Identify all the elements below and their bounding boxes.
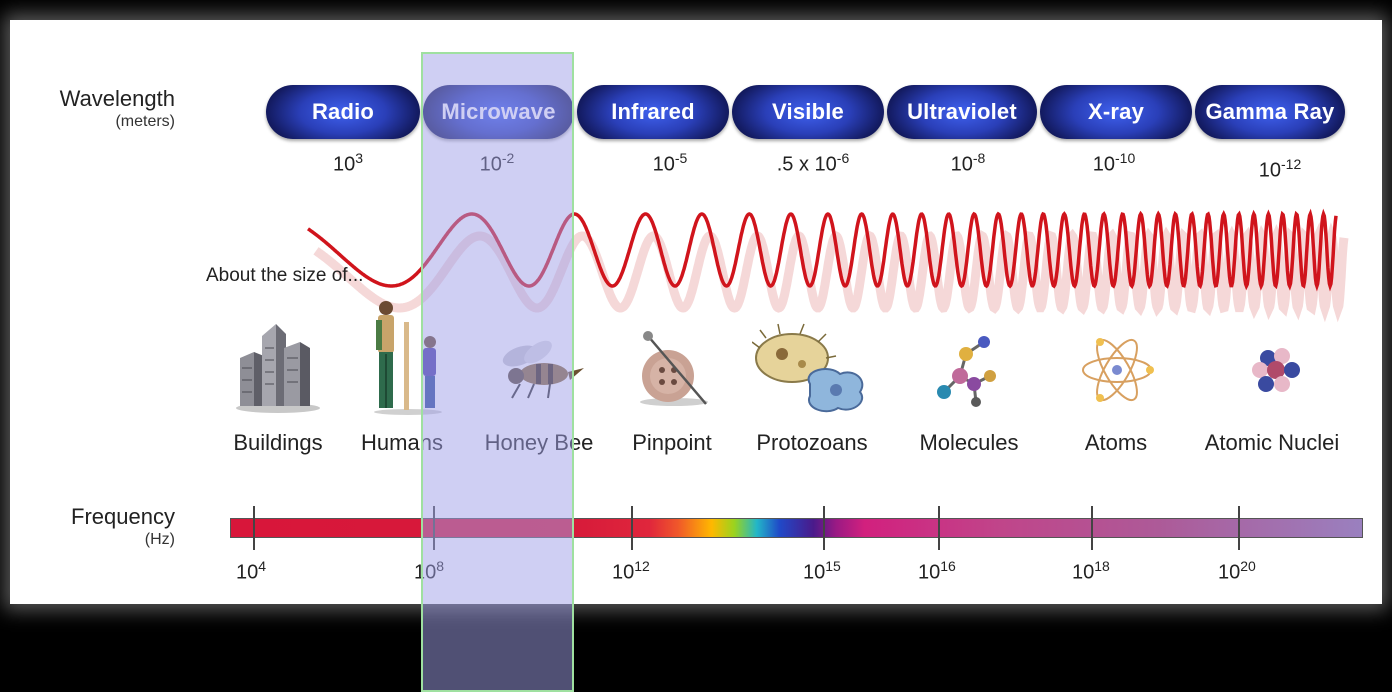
frequency-value: 1016 bbox=[918, 558, 956, 585]
atom-icon bbox=[1078, 334, 1156, 406]
frequency-base: 10 bbox=[918, 562, 940, 584]
object-atoms: Atoms bbox=[1085, 430, 1147, 456]
frequency-base: 10 bbox=[803, 562, 825, 584]
frequency-base: 10 bbox=[612, 562, 634, 584]
frequency-exp: 20 bbox=[1240, 558, 1256, 574]
microwave-highlight-overlay bbox=[421, 52, 574, 692]
size-caption: About the size of... bbox=[206, 265, 363, 287]
frequency-value: 104 bbox=[236, 558, 266, 585]
frequency-tick bbox=[1238, 506, 1240, 550]
frequency-value: 1015 bbox=[803, 558, 841, 585]
frequency-exp: 4 bbox=[258, 558, 266, 574]
frequency-tick bbox=[938, 506, 940, 550]
object-molecules: Molecules bbox=[919, 430, 1018, 456]
frequency-tick bbox=[1091, 506, 1093, 550]
object-atomic-nuclei: Atomic Nuclei bbox=[1205, 430, 1339, 456]
molecules-icon bbox=[924, 332, 1004, 410]
atomic-nucleus-icon bbox=[1248, 344, 1304, 396]
frequency-value: 1020 bbox=[1218, 558, 1256, 585]
frequency-exp: 12 bbox=[634, 558, 650, 574]
protozoans-icon bbox=[752, 318, 872, 416]
frequency-exp: 15 bbox=[825, 558, 841, 574]
object-buildings: Buildings bbox=[233, 430, 322, 456]
frequency-base: 10 bbox=[1072, 562, 1094, 584]
object-protozoans: Protozoans bbox=[756, 430, 867, 456]
frequency-base: 10 bbox=[236, 562, 258, 584]
frequency-tick bbox=[823, 506, 825, 550]
frequency-exp: 16 bbox=[940, 558, 956, 574]
frequency-base: 10 bbox=[1218, 562, 1240, 584]
frequency-exp: 18 bbox=[1094, 558, 1110, 574]
object-pinpoint: Pinpoint bbox=[632, 430, 712, 456]
buildings-icon bbox=[232, 318, 324, 414]
frequency-bar bbox=[230, 518, 1363, 538]
frequency-value: 1012 bbox=[612, 558, 650, 585]
pinpoint-icon bbox=[634, 330, 714, 408]
frequency-tick bbox=[631, 506, 633, 550]
frequency-tick bbox=[253, 506, 255, 550]
frequency-value: 1018 bbox=[1072, 558, 1110, 585]
